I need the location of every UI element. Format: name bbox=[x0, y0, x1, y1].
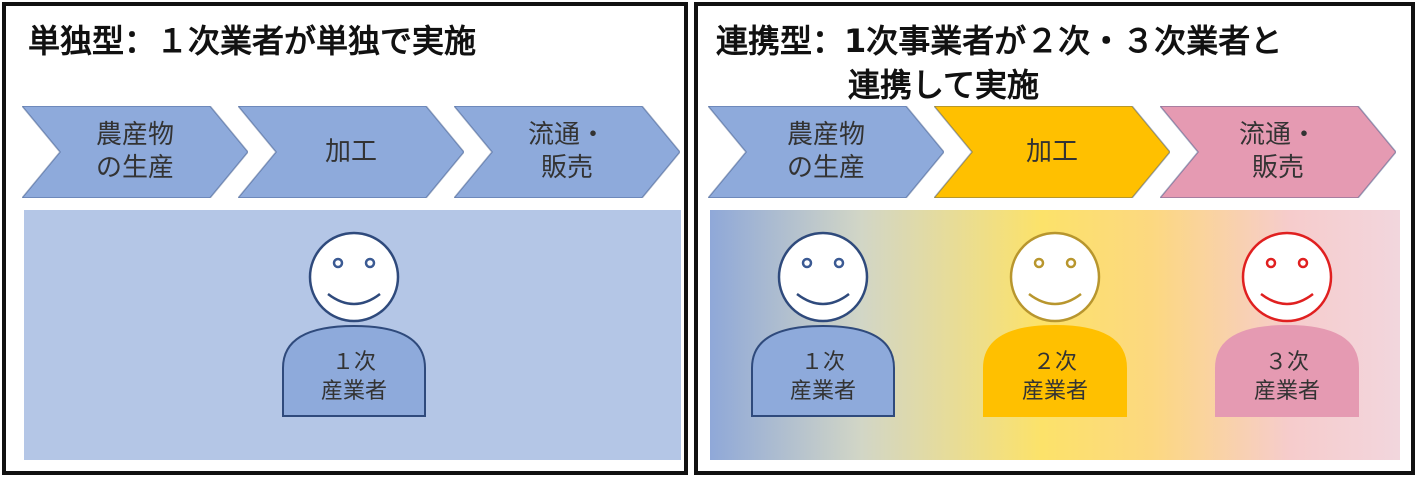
smiley-person-icon bbox=[1215, 231, 1359, 417]
stage-chevron-processing: 加工 bbox=[238, 106, 464, 198]
chevron-arrow-shape bbox=[238, 106, 464, 198]
stage-label-processing: 加工 bbox=[1025, 136, 1078, 167]
chevron-arrow-shape bbox=[708, 106, 944, 198]
chevron-arrow-shape bbox=[22, 106, 248, 198]
actor-label-primary: １次 産業者 bbox=[320, 350, 387, 404]
stage-chevron-production: 農産物 の生産 bbox=[22, 106, 248, 198]
cooperative-model-title-line2: 連携して実施 bbox=[848, 66, 1040, 104]
secondary-producer-figure: ２次 産業者 bbox=[982, 230, 1128, 418]
stage-label-distribution: 流通・ 販売 bbox=[1238, 120, 1317, 183]
stage-label-production: 農産物 の生産 bbox=[786, 120, 865, 183]
stage-chevron-distribution: 流通・ 販売 bbox=[454, 106, 680, 198]
stage-chevron-processing: 加工 bbox=[934, 106, 1170, 198]
stage-label-production: 農産物 の生産 bbox=[95, 120, 174, 183]
actor-label-secondary: ２次 産業者 bbox=[1021, 350, 1088, 404]
stage-chevron-production: 農産物 の生産 bbox=[708, 106, 944, 198]
actor-band-gradient: １次 産業者 ２次 産業者 ３次 産業者 bbox=[710, 210, 1400, 460]
actor-label-tertiary: ３次 産業者 bbox=[1253, 350, 1320, 404]
primary-producer-figure: １次 産業者 bbox=[750, 230, 896, 418]
chevron-arrow-shape bbox=[454, 106, 680, 198]
chevron-arrow-shape bbox=[1160, 106, 1396, 198]
standalone-model-title: 単独型：１次業者が単独で実施 bbox=[28, 22, 477, 60]
cooperative-model-title-line1: 連携型：1次事業者が２次・３次業者と bbox=[716, 22, 1283, 60]
actor-band: １次 産業者 bbox=[24, 210, 681, 460]
stage-label-processing: 加工 bbox=[324, 136, 377, 167]
tertiary-producer-figure: ３次 産業者 bbox=[1214, 230, 1360, 418]
smiley-person-icon bbox=[751, 231, 895, 417]
smiley-person-icon bbox=[282, 231, 426, 417]
chevron-arrow-shape bbox=[934, 106, 1170, 198]
cooperative-model-panel: 連携型：1次事業者が２次・３次業者と 連携して実施 農産物 の生産 加工 流通・… bbox=[694, 2, 1415, 475]
standalone-model-panel: 単独型：１次業者が単独で実施 農産物 の生産 加工 流通・ 販売 １次 産業者 bbox=[2, 2, 688, 475]
smiley-person-icon bbox=[983, 231, 1127, 417]
stage-label-distribution: 流通・ 販売 bbox=[527, 120, 606, 183]
actor-label-primary: １次 産業者 bbox=[789, 350, 856, 404]
stage-chevron-distribution: 流通・ 販売 bbox=[1160, 106, 1396, 198]
primary-producer-figure: １次 産業者 bbox=[281, 230, 427, 418]
